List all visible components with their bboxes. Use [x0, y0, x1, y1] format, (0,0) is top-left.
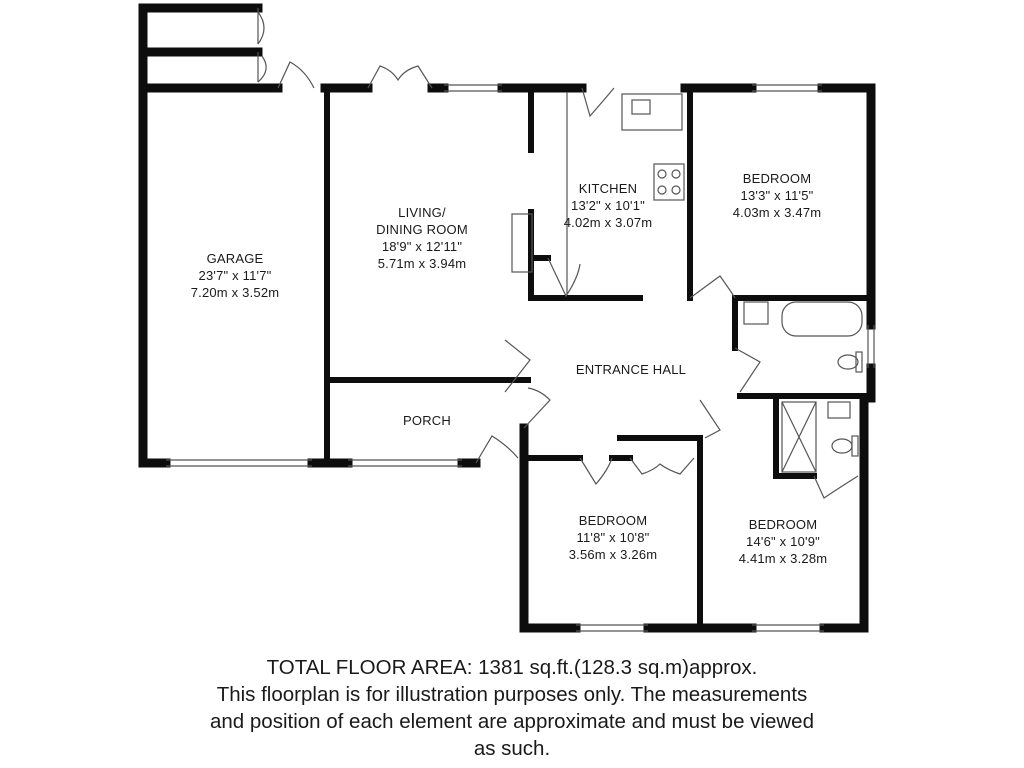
disclaimer-line-1: This floorplan is for illustration purpo… — [216, 683, 808, 706]
disclaimer-line-3: as such. — [473, 737, 551, 760]
room-name: BEDROOM — [748, 517, 818, 532]
room-name-line2: DINING ROOM — [376, 222, 468, 237]
room-metric: 7.20m x 3.52m — [190, 285, 280, 300]
room-name: BEDROOM — [578, 513, 648, 528]
room-imperial: 11'8" x 10'8" — [576, 530, 650, 545]
disclaimer-line-2: and position of each element are approxi… — [210, 710, 814, 733]
room-imperial: 18'9" x 12'11" — [381, 239, 463, 254]
room-metric: 3.56m x 3.26m — [568, 547, 658, 562]
room-metric: 5.71m x 3.94m — [377, 256, 467, 271]
room-label-entrance-hall: ENTRANCE HALL — [556, 361, 706, 378]
room-name: KITCHEN — [578, 181, 638, 196]
interior-walls — [324, 89, 867, 631]
room-name: PORCH — [403, 413, 451, 428]
room-name: GARAGE — [206, 251, 264, 266]
room-label-porch: PORCH — [382, 412, 472, 429]
room-label-living-dining: LIVING/ DINING ROOM 18'9" x 12'11" 5.71m… — [352, 204, 492, 272]
room-imperial: 14'6" x 10'9" — [746, 534, 820, 549]
room-label-bedroom-2: BEDROOM 11'8" x 10'8" 3.56m x 3.26m — [548, 512, 678, 563]
room-imperial: 23'7" x 11'7" — [198, 268, 272, 283]
room-label-garage: GARAGE 23'7" x 11'7" 7.20m x 3.52m — [170, 250, 300, 301]
room-label-bedroom-1: BEDROOM 13'3" x 11'5" 4.03m x 3.47m — [712, 170, 842, 221]
room-label-kitchen: KITCHEN 13'2" x 10'1" 4.02m x 3.07m — [544, 180, 672, 231]
total-floor-area: TOTAL FLOOR AREA: 1381 sq.ft.(128.3 sq.m… — [266, 656, 758, 679]
room-name: BEDROOM — [742, 171, 812, 186]
room-metric: 4.41m x 3.28m — [738, 551, 828, 566]
floorplan-drawing — [138, 3, 876, 633]
room-name-line1: LIVING/ — [398, 205, 446, 220]
thin-details — [166, 8, 875, 632]
room-metric: 4.03m x 3.47m — [732, 205, 822, 220]
floor-area-disclaimer: TOTAL FLOOR AREA: 1381 sq.ft.(128.3 sq.m… — [0, 654, 1024, 762]
room-imperial: 13'2" x 10'1" — [571, 198, 645, 213]
room-metric: 4.02m x 3.07m — [563, 215, 653, 230]
room-imperial: 13'3" x 11'5" — [740, 188, 814, 203]
room-name: ENTRANCE HALL — [575, 362, 687, 377]
room-label-bedroom-3: BEDROOM 14'6" x 10'9" 4.41m x 3.28m — [718, 516, 848, 567]
